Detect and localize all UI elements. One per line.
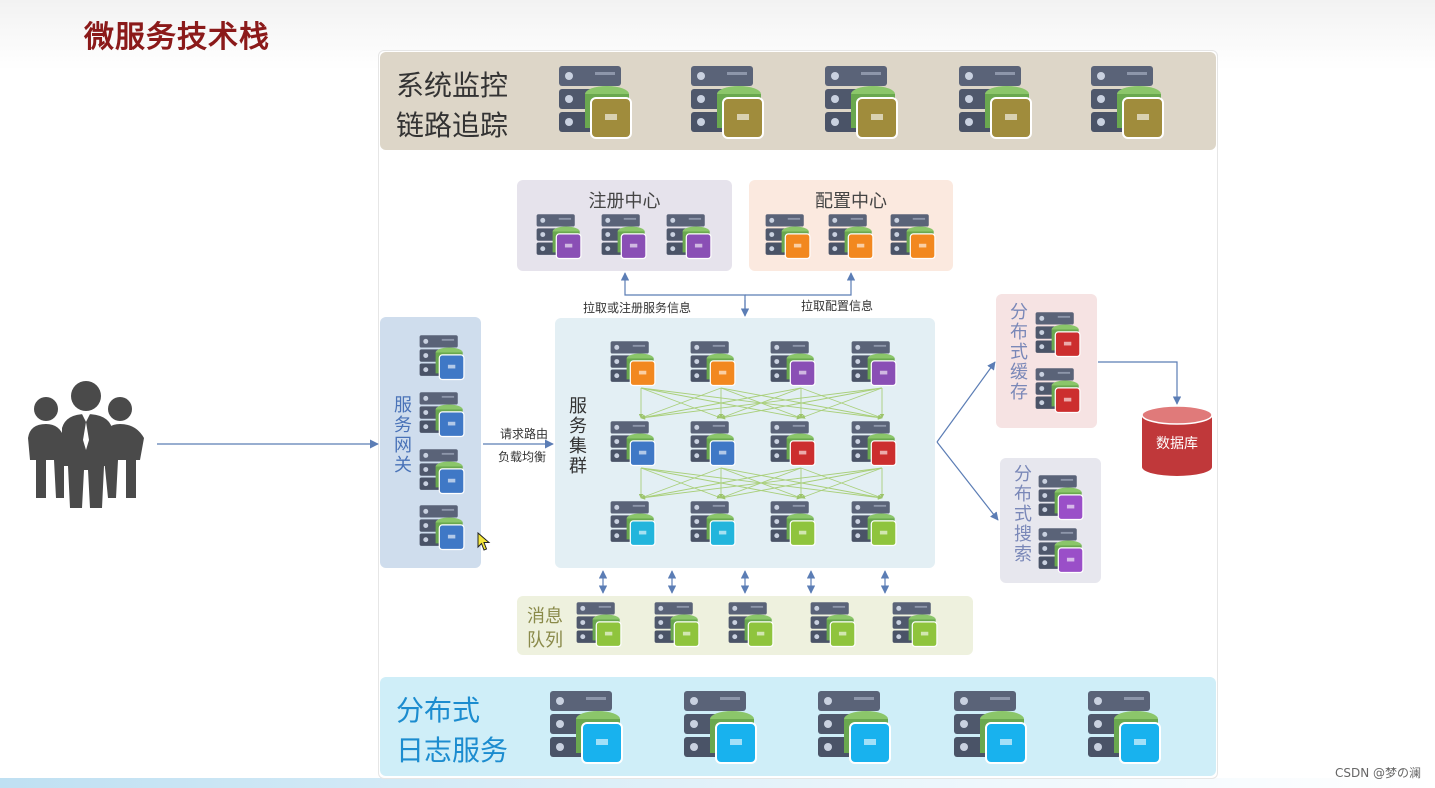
cluster-server-1-1	[610, 341, 656, 387]
cluster-server-3-1	[610, 501, 656, 547]
config-title: 配置中心	[815, 191, 887, 212]
logging-server-1	[550, 691, 623, 764]
cache-server-1	[1035, 312, 1081, 358]
monitoring-server-2	[691, 66, 764, 139]
database-icon	[1141, 405, 1213, 476]
search-label: 分布式搜索	[1011, 464, 1032, 564]
mesh-line-0-3-2	[800, 387, 883, 419]
registry-title: 注册中心	[588, 191, 661, 212]
cluster-server-1-4	[851, 341, 897, 387]
cluster-server-3-2	[690, 501, 736, 547]
mq-server-2	[654, 602, 700, 648]
mesh-line-1-3-2	[800, 467, 883, 499]
cluster-server-3-3	[770, 501, 816, 547]
logging-server-5	[1088, 691, 1161, 764]
gateway-server-2	[419, 392, 465, 438]
mq-server-5	[892, 602, 938, 648]
logging-server-2	[684, 691, 757, 764]
logging-server-4	[954, 691, 1027, 764]
watermark: CSDN @梦の澜	[1334, 766, 1421, 780]
gateway-label: 服务网关	[391, 395, 412, 475]
mesh-line-0-3-0	[640, 387, 883, 420]
cluster-label: 服务集群	[566, 396, 587, 476]
registry-server-2	[601, 214, 647, 260]
mesh-line-0-3-1	[720, 387, 883, 420]
pull-config-label: 拉取配置信息	[801, 299, 874, 313]
config-server-1	[765, 214, 811, 260]
logging-panel: 分布式 日志服务	[380, 677, 1216, 776]
cluster-server-2-1	[610, 421, 656, 467]
page-title: 微服务技术栈	[84, 20, 270, 55]
logging-server-3	[818, 691, 891, 764]
mesh-line-1-3-0	[640, 467, 883, 500]
cluster-server-2-2	[690, 421, 736, 467]
mq-server-3	[728, 602, 774, 648]
gateway-server-3	[419, 449, 465, 495]
cluster-server-2-4	[851, 421, 897, 467]
mouse-cursor-icon	[477, 532, 491, 551]
database-label: 数据库	[1156, 436, 1198, 452]
route-label: 请求路由	[500, 427, 549, 441]
search-server-1	[1038, 475, 1084, 521]
cluster-to-search-arrow	[936, 441, 999, 521]
gateway-server-4	[419, 505, 465, 551]
cluster-server-2-3	[770, 421, 816, 467]
cluster-server-3-4	[851, 501, 897, 547]
cluster-to-cache-arrow	[936, 361, 996, 443]
cluster-mesh-lines	[638, 387, 885, 500]
monitoring-server-3	[825, 66, 898, 139]
mq-label-1: 消息	[527, 606, 563, 627]
users-icon	[28, 381, 144, 508]
mesh-line-0-2-0	[640, 387, 802, 420]
cluster-to-config-arrow	[745, 272, 856, 296]
monitoring-server-1	[559, 66, 632, 139]
config-server-2	[828, 214, 874, 260]
monitoring-label-2: 链路追踪	[396, 109, 509, 142]
logging-label-1: 分布式	[396, 694, 481, 727]
search-server-2	[1038, 528, 1084, 574]
cache-label: 分布式缓存	[1007, 302, 1028, 402]
cache-server-2	[1035, 368, 1081, 414]
database: 数据库	[1141, 405, 1213, 477]
mesh-line-1-1-0	[640, 467, 722, 499]
cluster-server-1-3	[770, 341, 816, 387]
load-balance-label: 负载均衡	[498, 450, 547, 464]
logging-label-2: 日志服务	[396, 734, 509, 767]
mq-server-4	[810, 602, 856, 648]
monitoring-panel: 系统监控 链路追踪	[380, 52, 1216, 150]
monitoring-server-5	[1091, 66, 1164, 139]
registry-server-1	[536, 214, 582, 260]
registry-server-3	[666, 214, 712, 260]
footer-band	[0, 778, 1435, 788]
mq-label-2: 队列	[527, 630, 563, 651]
config-server-3	[890, 214, 936, 260]
mesh-line-1-3-1	[720, 467, 883, 500]
mq-server-1	[576, 602, 622, 648]
pull-register-label: 拉取或注册服务信息	[583, 301, 692, 315]
monitoring-label-1: 系统监控	[396, 69, 509, 102]
cache-to-database-arrow	[1098, 361, 1182, 405]
gateway-server-1	[419, 335, 465, 381]
mesh-line-0-1-0	[640, 387, 722, 419]
mesh-line-1-2-0	[640, 467, 802, 500]
monitoring-server-4	[959, 66, 1032, 139]
cluster-server-1-2	[690, 341, 736, 387]
